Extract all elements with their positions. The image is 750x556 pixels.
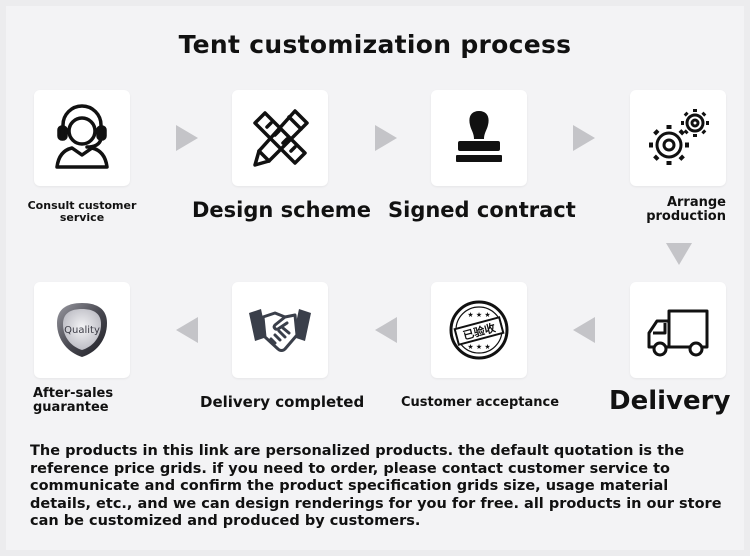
svg-text:★ ★ ★: ★ ★ ★: [467, 343, 490, 351]
arrow-right-icon: [176, 125, 198, 151]
step-label-completed: Delivery completed: [200, 393, 365, 411]
svg-text:★ ★ ★: ★ ★ ★: [467, 311, 490, 319]
step-card-contract: [431, 90, 527, 186]
stamp-icon: [456, 111, 502, 162]
step-label-design: Design scheme: [192, 198, 371, 222]
step-label-aftersales: After-sales guarantee: [33, 386, 114, 415]
pencil-ruler-icon: [253, 109, 309, 167]
step-card-acceptance: ★ ★ ★ ★ ★ ★ 已验收: [431, 282, 527, 378]
step-card-completed: [232, 282, 328, 378]
delivery-truck-icon: [647, 309, 709, 357]
step-card-production: [630, 90, 726, 186]
arrow-right-icon: [573, 125, 595, 151]
step-label-production: Arrange production: [646, 195, 726, 224]
step-card-consult: [34, 90, 130, 186]
arrow-left-icon: [573, 317, 595, 343]
arrow-left-icon: [176, 317, 198, 343]
step-card-delivery: [630, 282, 726, 378]
handshake-icon: [249, 309, 311, 352]
description-text: The products in this link are personaliz…: [30, 443, 722, 529]
acceptance-seal-icon: ★ ★ ★ ★ ★ ★ 已验收: [449, 300, 509, 360]
arrow-down-icon: [666, 243, 692, 265]
step-label-contract: Signed contract: [388, 198, 576, 222]
step-label-acceptance: Customer acceptance: [401, 395, 560, 410]
badge-text: Quality: [64, 325, 100, 336]
step-label-delivery: Delivery: [609, 386, 731, 416]
quality-badge-icon: Quality: [57, 303, 107, 357]
gears-icon: [649, 109, 709, 165]
arrow-left-icon: [375, 317, 397, 343]
step-card-aftersales: Quality: [34, 282, 130, 378]
page-title: Tent customization process: [178, 30, 572, 59]
step-card-design: [232, 90, 328, 186]
customer-service-headset-icon: [55, 104, 109, 169]
arrow-right-icon: [375, 125, 397, 151]
step-label-consult: Consult customer service: [27, 199, 137, 224]
